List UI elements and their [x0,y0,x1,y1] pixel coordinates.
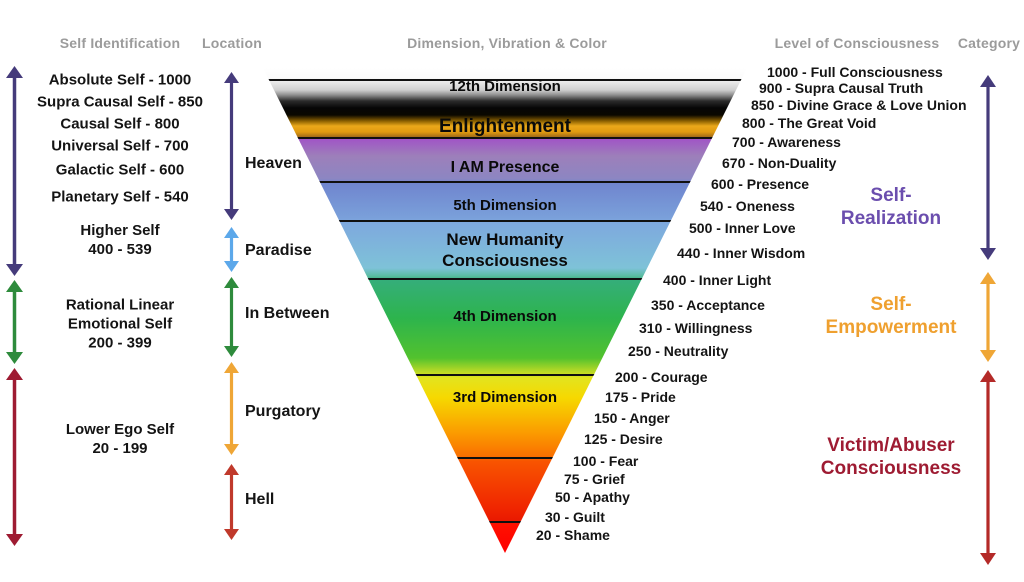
location-label-in-between: In Between [245,305,330,322]
consciousness-level-label: 800 - The Great Void [742,115,877,131]
location-label-hell: Hell [245,491,275,508]
pyramid-band-divider [263,220,747,222]
self-identification-label: Supra Causal Self - 850 [37,93,203,111]
consciousness-level-label: 200 - Courage [615,369,708,385]
pyramid-band-divider [263,457,747,459]
category-label-2: Victim/Abuser Consciousness [820,435,962,479]
pyramid-band-label: 5th Dimension [453,197,557,214]
self-identification-label: Absolute Self - 1000 [48,71,192,89]
consciousness-level-label: 670 - Non-Duality [722,155,837,171]
consciousness-level-label: 700 - Awareness [732,134,841,150]
self-identification-label: Causal Self - 800 [60,115,180,133]
selfid-arrow-upper [5,66,23,276]
selfid-arrow-middle [5,280,23,364]
category-arrow-self-empowerment [980,272,996,362]
category-arrow-self-realization [980,75,996,260]
consciousness-level-label: 1000 - Full Consciousness [767,64,943,80]
consciousness-level-label: 250 - Neutrality [628,343,729,359]
header-location: Location [202,35,262,51]
pyramid-band-divider [263,137,747,139]
consciousness-level-label: 540 - Oneness [700,198,795,214]
self-identification-label: Higher Self 400 - 539 [80,222,160,258]
consciousness-level-label: 20 - Shame [536,527,610,543]
category-label-1: Self-Empowerment [825,294,957,338]
header-dimension-vibration-color: Dimension, Vibration & Color [407,35,607,51]
location-arrow-hell [223,464,239,540]
consciousness-level-label: 30 - Guilt [545,509,605,525]
consciousness-level-label: 850 - Divine Grace & Love Union [751,97,967,113]
self-identification-label: Lower Ego Self 20 - 199 [65,421,175,457]
pyramid-band-divider [263,521,747,523]
location-arrow-inbetween [223,277,239,357]
consciousness-level-label: 100 - Fear [573,453,639,469]
self-identification-label: Galactic Self - 600 [55,161,185,179]
consciousness-level-label: 600 - Presence [711,176,810,192]
consciousness-level-label: 900 - Supra Causal Truth [759,80,924,96]
self-identification-label: Universal Self - 700 [51,137,189,155]
pyramid-band-label: 12th Dimension [449,78,561,95]
pyramid-band-label: 3rd Dimension [452,389,558,406]
category-arrow-victim-abuser [980,370,996,565]
consciousness-level-label: 50 - Apathy [555,489,630,505]
consciousness-level-label: 150 - Anger [594,410,670,426]
location-label-purgatory: Purgatory [245,403,321,420]
category-label-0: Self-Realization [840,185,942,229]
consciousness-level-label: 440 - Inner Wisdom [677,245,806,261]
location-arrow-paradise [223,227,239,272]
consciousness-level-label: 400 - Inner Light [663,272,772,288]
pyramid-band-label: New Humanity Consciousness [442,230,568,270]
location-label-heaven: Heaven [245,155,302,172]
header-self-identification: Self Identification [59,35,181,51]
location-arrow-purgatory [223,362,239,455]
pyramid-band-divider [263,278,747,280]
selfid-arrow-lower [5,368,23,546]
location-label-paradise: Paradise [245,242,312,259]
self-identification-label: Planetary Self - 540 [51,188,189,206]
pyramid-band-label: 4th Dimension [453,308,557,325]
consciousness-level-label: 350 - Acceptance [651,297,765,313]
consciousness-level-label: 175 - Pride [605,389,676,405]
consciousness-level-label: 125 - Desire [584,431,663,447]
consciousness-level-label: 75 - Grief [564,471,625,487]
consciousness-level-label: 310 - Willingness [639,320,753,336]
pyramid-band-label: I AM Presence [450,159,560,176]
pyramid-band-divider [263,181,747,183]
location-arrow-heaven [223,72,239,220]
consciousness-level-label: 500 - Inner Love [689,220,796,236]
header-category: Category [957,35,1021,51]
header-level-of-consciousness: Level of Consciousness [774,35,940,51]
self-identification-label: Rational Linear Emotional Self 200 - 399 [65,296,175,352]
pyramid-band-divider [263,374,747,376]
pyramid-band-divider [263,79,747,81]
pyramid-band-label: Enlightenment [439,116,571,137]
